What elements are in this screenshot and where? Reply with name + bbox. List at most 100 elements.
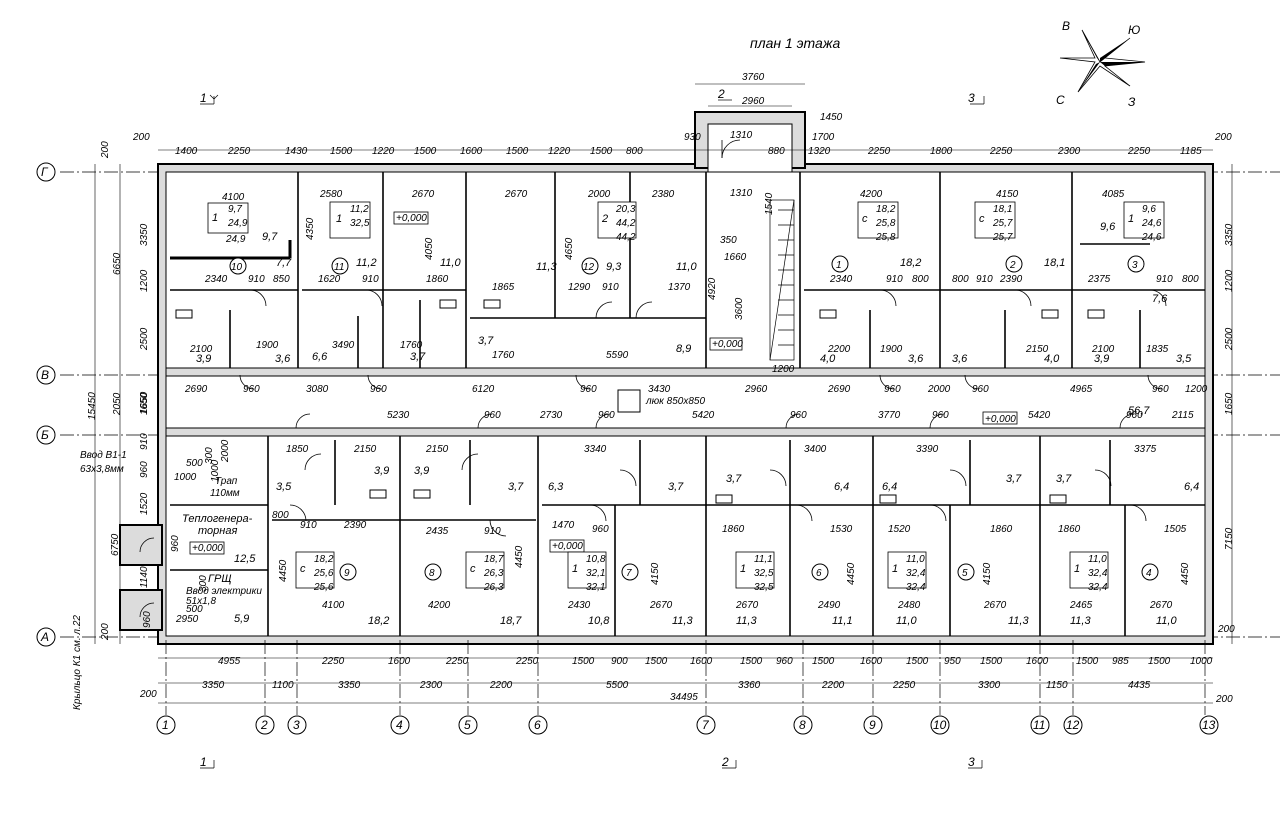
top-rooms: 4100 1 9,7 24,9 24,9 9,7 10 7,7 2340 910… (189, 189, 1199, 365)
svg-text:32,1: 32,1 (586, 582, 605, 593)
compass-v: В (1062, 19, 1070, 33)
svg-text:910: 910 (886, 274, 903, 285)
room-5: 1 11,0 32,4 32,4 5 11,0 11,3 6,4 3,7 248… (882, 444, 1029, 627)
svg-text:2390: 2390 (343, 520, 367, 531)
svg-text:18,2: 18,2 (314, 554, 334, 565)
svg-text:+0,000: +0,000 (552, 541, 583, 552)
svg-text:4200: 4200 (428, 600, 451, 611)
room-9: с 18,2 25,6 25,6 9 18,2 3,9 3,5 4100 215… (276, 444, 389, 627)
svg-text:1185: 1185 (1180, 146, 1202, 157)
svg-text:4150: 4150 (982, 562, 993, 585)
svg-text:4050: 4050 (424, 237, 435, 260)
compass-rose-icon: В Ю С З (1056, 19, 1146, 109)
svg-text:с: с (862, 213, 868, 225)
svg-text:960: 960 (370, 384, 387, 395)
svg-text:Б: Б (41, 428, 49, 442)
section-mark-top-2: 2 (717, 87, 725, 101)
svg-text:1500: 1500 (330, 146, 353, 157)
svg-text:торная: торная (198, 525, 237, 537)
svg-text:960: 960 (170, 535, 181, 552)
svg-text:2250: 2250 (321, 656, 345, 667)
svg-text:11,3: 11,3 (736, 615, 757, 627)
svg-text:32,4: 32,4 (1088, 568, 1108, 579)
svg-text:7150: 7150 (1224, 527, 1235, 550)
svg-text:32,4: 32,4 (906, 568, 926, 579)
svg-text:В: В (41, 368, 49, 382)
svg-text:1850: 1850 (286, 444, 309, 455)
svg-text:1: 1 (162, 718, 169, 732)
room-8: с 18,7 26,3 26,3 8 18,7 3,9 3,7 4200 215… (414, 444, 525, 627)
svg-text:1800: 1800 (930, 146, 953, 157)
svg-text:2435: 2435 (425, 526, 449, 537)
svg-text:1000: 1000 (174, 472, 197, 483)
svg-text:3490: 3490 (332, 340, 355, 351)
svg-text:32,4: 32,4 (906, 582, 926, 593)
svg-text:6,4: 6,4 (834, 481, 849, 493)
axis-letter-v: В (36, 365, 56, 385)
svg-text:2380: 2380 (651, 189, 675, 200)
svg-text:+0,000: +0,000 (192, 543, 223, 554)
svg-text:10,8: 10,8 (586, 554, 606, 565)
svg-text:18,2: 18,2 (900, 257, 921, 269)
svg-text:2580: 2580 (319, 189, 343, 200)
svg-text:1200: 1200 (1185, 384, 1208, 395)
axis-num-13: 13 (1199, 715, 1219, 735)
svg-text:11,3: 11,3 (1070, 615, 1091, 627)
corridor-area: 56,7 (1128, 405, 1150, 417)
svg-text:4450: 4450 (846, 562, 857, 585)
axis-num-6: 6 (528, 715, 548, 735)
svg-text:300: 300 (204, 447, 215, 464)
svg-text:200: 200 (139, 689, 157, 700)
svg-text:11,0: 11,0 (440, 257, 461, 269)
svg-text:2430: 2430 (567, 600, 591, 611)
room-2: 4150 с 18,1 25,7 25,7 2 18,1 2390 910 80… (952, 189, 1065, 365)
svg-text:2670: 2670 (1149, 600, 1173, 611)
svg-text:1500: 1500 (1076, 656, 1099, 667)
svg-text:11,0: 11,0 (906, 554, 925, 565)
svg-text:9: 9 (869, 718, 876, 732)
svg-text:2670: 2670 (735, 600, 759, 611)
svg-text:900: 900 (611, 656, 628, 667)
svg-text:2465: 2465 (1069, 600, 1093, 611)
svg-text:1860: 1860 (722, 524, 745, 535)
svg-text:1900: 1900 (256, 340, 279, 351)
svg-text:800: 800 (952, 274, 969, 285)
bottom-dimensions: 4955 2250 1600 2250 2250 1500 900 1500 1… (139, 656, 1233, 705)
axis-num-1: 1 (156, 715, 176, 735)
svg-text:6120: 6120 (472, 384, 495, 395)
svg-text:1400: 1400 (175, 146, 198, 157)
room-top-3: 2670 +0,000 11,0 1860 1760 4050 3,7 (393, 189, 461, 363)
svg-text:18,1: 18,1 (993, 204, 1012, 215)
svg-text:1500: 1500 (1148, 656, 1171, 667)
left-porch (119, 524, 163, 631)
svg-text:910: 910 (484, 526, 501, 537)
svg-text:2150: 2150 (425, 444, 449, 455)
svg-text:3,7: 3,7 (1056, 473, 1072, 485)
svg-text:960: 960 (790, 410, 807, 421)
svg-text:3375: 3375 (1134, 444, 1157, 455)
corridor-dimensions: 2690 960 3080 960 6120 960 3430 2960 269… (139, 384, 1208, 421)
svg-text:960: 960 (884, 384, 901, 395)
svg-text:1: 1 (1128, 213, 1134, 225)
svg-text:12: 12 (583, 262, 595, 273)
svg-text:1505: 1505 (1164, 524, 1187, 535)
svg-text:25,7: 25,7 (992, 232, 1013, 243)
svg-text:4965: 4965 (1070, 384, 1093, 395)
svg-text:4085: 4085 (1102, 189, 1125, 200)
svg-text:960: 960 (139, 461, 150, 478)
room-10: 4100 1 9,7 24,9 24,9 9,7 10 7,7 2340 910… (189, 192, 292, 365)
room-7: +0,000 1 10,8 32,1 32,1 7 10,8 11,3 6,3 … (548, 444, 693, 627)
svg-text:3,6: 3,6 (908, 353, 924, 365)
svg-text:3,7: 3,7 (668, 481, 684, 493)
svg-text:1500: 1500 (590, 146, 613, 157)
svg-text:1: 1 (572, 563, 578, 575)
svg-text:200: 200 (1217, 624, 1235, 635)
svg-text:1200: 1200 (772, 364, 795, 375)
svg-text:960: 960 (1152, 384, 1169, 395)
svg-text:3360: 3360 (738, 680, 761, 691)
svg-text:2200: 2200 (821, 680, 845, 691)
svg-text:1140: 1140 (139, 566, 150, 588)
svg-text:960: 960 (598, 410, 615, 421)
svg-text:Трап: Трап (215, 476, 238, 487)
room-11: 2580 1 11,2 32,5 11,2 11 1620 910 3490 4… (305, 189, 379, 363)
